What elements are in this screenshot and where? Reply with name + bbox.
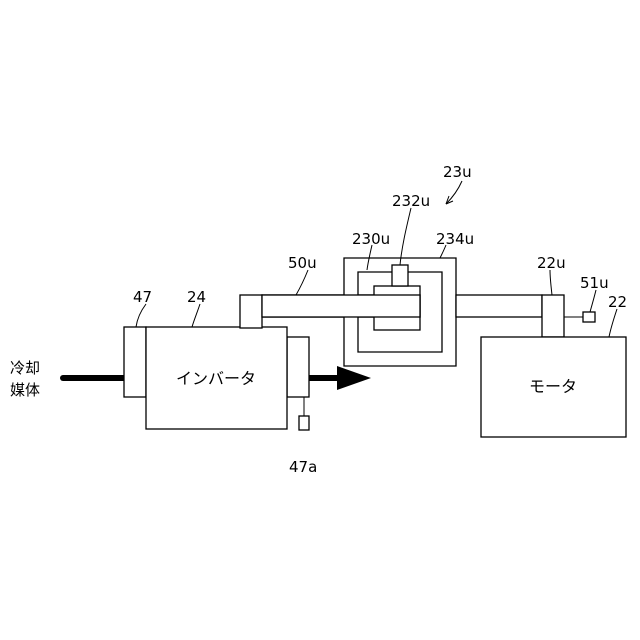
ref-234u: 234u [436, 230, 474, 248]
pipe-to-motor [456, 295, 542, 317]
ref-51u: 51u [580, 274, 609, 292]
motor-label: モータ [529, 377, 577, 396]
inverter-flange-right [287, 337, 309, 397]
coolant-label-line2: 媒体 [10, 381, 40, 399]
coolant-outlet-arrowhead [337, 366, 371, 390]
inverter-label: インバータ [176, 369, 256, 388]
ref-47: 47 [133, 288, 152, 306]
ref-47a: 47a [289, 458, 317, 476]
leader-22 [609, 309, 617, 337]
ref-22u: 22u [537, 254, 566, 272]
component-232u [392, 265, 408, 286]
leader-51u [590, 290, 596, 312]
ref-23u: 23u [443, 163, 472, 181]
ref-50u: 50u [288, 254, 317, 272]
arrow-23u [446, 181, 462, 204]
leader-47 [136, 304, 146, 327]
sensor-51u [583, 312, 595, 322]
coolant-label-line1: 冷却 [10, 359, 40, 377]
pipe-50u-end-cap [240, 295, 262, 328]
ref-24: 24 [187, 288, 206, 306]
leader-22u [550, 270, 552, 295]
sensor-47a [299, 416, 309, 430]
ref-232u: 232u [392, 192, 430, 210]
inverter-flange-left [124, 327, 146, 397]
pipe-50u-inner [262, 295, 420, 317]
leader-50u [296, 270, 308, 295]
ref-22: 22 [608, 293, 627, 311]
leader-232u [400, 208, 411, 265]
ref-230u: 230u [352, 230, 390, 248]
connector-22u [542, 295, 564, 337]
leader-24 [192, 304, 200, 327]
